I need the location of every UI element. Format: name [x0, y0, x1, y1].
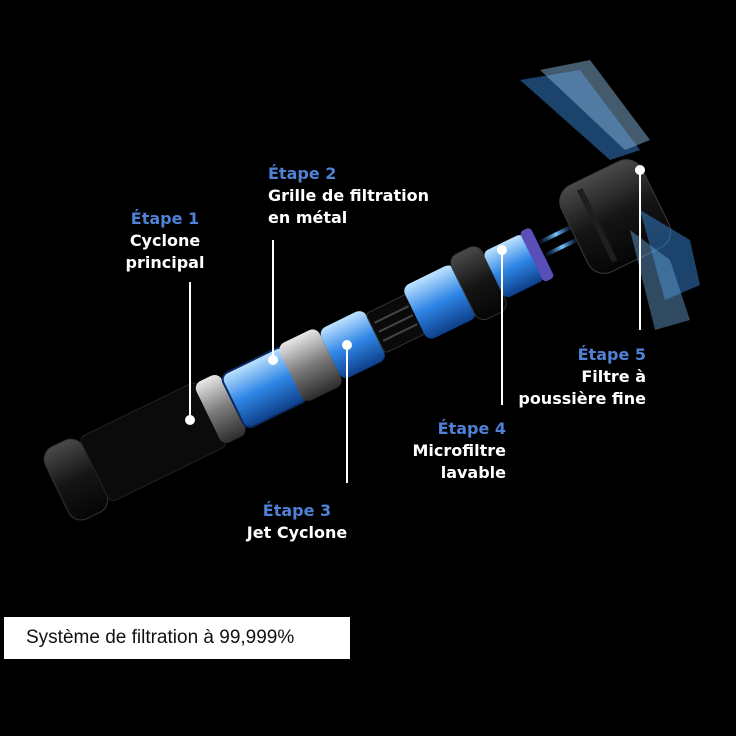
step-1-name-line1: Cyclone	[129, 231, 201, 250]
filter-tube	[43, 159, 672, 521]
step-4-name-line2: lavable	[440, 463, 506, 482]
step-2-name-line1: Grille de filtration	[268, 186, 429, 205]
microfilter	[520, 228, 554, 282]
step-3-number: Étape 3	[262, 501, 332, 520]
step-1-number: Étape 1	[130, 209, 200, 228]
step-5-label: Étape 5 Filtre à poussière fine	[510, 344, 646, 410]
step-1-name-line2: principal	[125, 253, 205, 272]
step-5-name-line1: Filtre à	[581, 367, 646, 386]
step-4-name-line1: Microfiltre	[412, 441, 506, 460]
step-2-label: Étape 2 Grille de filtration en métal	[268, 163, 448, 229]
caption-banner: Système de filtration à 99,999%	[4, 617, 350, 659]
end-cap-right	[559, 159, 672, 274]
metal-grid	[279, 329, 342, 401]
blue-cylinder-1	[222, 347, 307, 428]
blue-cylinder-3	[404, 265, 476, 339]
step-3-name-line1: Jet Cyclone	[246, 523, 348, 542]
stage1-ring	[195, 374, 246, 443]
step-2-number: Étape 2	[268, 164, 337, 183]
step-3-label: Étape 3 Jet Cyclone	[232, 500, 362, 544]
step-1-label: Étape 1 Cyclone principal	[110, 208, 220, 274]
blue-cylinder-2	[320, 311, 385, 378]
step-5-name-line2: poussière fine	[518, 389, 646, 408]
airflow-right	[520, 60, 700, 330]
step-4-label: Étape 4 Microfiltre lavable	[390, 418, 506, 484]
pointers	[185, 165, 645, 483]
step-4-number: Étape 4	[437, 419, 506, 438]
step-5-number: Étape 5	[577, 345, 646, 364]
step-2-name-line2: en métal	[268, 208, 348, 227]
